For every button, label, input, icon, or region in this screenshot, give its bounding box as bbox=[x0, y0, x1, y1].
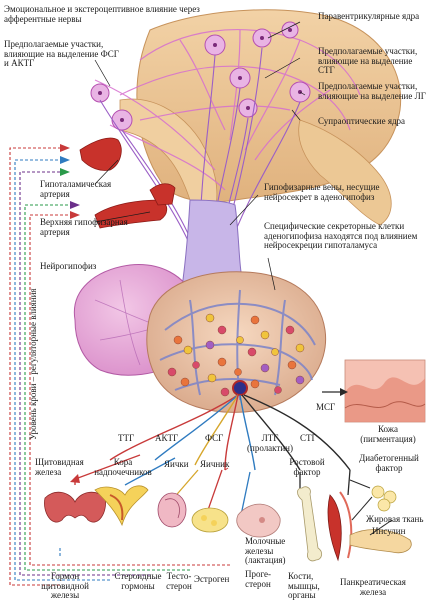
label-ovary: Яичник bbox=[200, 459, 230, 469]
label-neurohypophysis: Нейрогипофиз bbox=[40, 261, 97, 271]
efferent-vessel bbox=[232, 380, 248, 396]
label-testosterone: Тесто-стерон bbox=[166, 571, 192, 591]
feedback-loops bbox=[9, 147, 230, 586]
thyroid-organ bbox=[44, 491, 106, 523]
hormone-arrows bbox=[74, 394, 351, 485]
label-superior-artery: Верхняя гипофизарная артерия bbox=[40, 217, 128, 237]
secretory-cells bbox=[167, 313, 305, 397]
label-afferent: Эмоциональное и экстероцептивное влияние… bbox=[4, 4, 200, 24]
fat-organ bbox=[371, 485, 397, 512]
superior-hypophyseal-artery bbox=[94, 183, 176, 229]
label-fsg: ФСГ bbox=[205, 433, 224, 443]
label-thyroid-hormone: Гормон щитовидной железы bbox=[41, 571, 89, 600]
label-blood-level: Уровень крови – регуляторные влияния bbox=[28, 288, 38, 440]
testis-organ bbox=[157, 492, 187, 528]
label-actg: АКТГ bbox=[155, 433, 179, 443]
label-stg: СТГ bbox=[300, 433, 317, 443]
label-estrogen: Эстроген bbox=[194, 574, 230, 584]
ovary-organ bbox=[191, 507, 229, 533]
label-bones: Кости, мышцы, органы bbox=[288, 571, 320, 600]
label-portal-veins: Гипофизарные вены, несущие нейросекрет в… bbox=[264, 182, 380, 202]
label-testes: Яички bbox=[164, 459, 189, 469]
label-progesterone: Проге-стерон bbox=[244, 569, 272, 589]
mammary-organ bbox=[236, 503, 281, 538]
label-msg: МСГ bbox=[316, 402, 336, 412]
label-paraventricular: Паравентрикулярные ядра bbox=[318, 11, 420, 21]
muscle-organ bbox=[327, 491, 353, 562]
label-mammary: Молочные железы (лактация) bbox=[245, 536, 286, 565]
label-fsh-areas: Предполагаемые участки, влияющие на выде… bbox=[4, 39, 119, 68]
label-steroid: Стероидные гормоны bbox=[114, 571, 162, 591]
label-secretory-cells: Специфические секреторные клетки аденоги… bbox=[264, 221, 418, 250]
pancreas-organ bbox=[349, 529, 412, 554]
hypothalamic-artery bbox=[79, 137, 122, 171]
label-fat: Жировая ткань bbox=[366, 514, 424, 524]
label-ltg: ЛТГ (пролактин) bbox=[247, 433, 293, 453]
label-lh-areas: Предполагаемые участки, влияющие на выде… bbox=[318, 81, 426, 101]
label-stg-areas: Предполагаемые участки, влияющие на выде… bbox=[318, 46, 418, 75]
adrenal-organ bbox=[94, 485, 149, 527]
label-adrenal: Кора надпочечников bbox=[94, 457, 152, 477]
label-diabetogenic: Диабетогенный фактор bbox=[359, 453, 419, 473]
bone-organ bbox=[297, 486, 322, 562]
label-growth-factor: Ростовой фактор bbox=[289, 457, 325, 477]
label-insulin: Инсулин bbox=[372, 526, 406, 536]
skin-illustration bbox=[344, 359, 426, 423]
label-thyroid: Щитовидная железа bbox=[35, 457, 84, 477]
label-skin: Кожа (пигментация) bbox=[360, 424, 416, 444]
label-supraoptic: Супраоптические ядра bbox=[318, 116, 406, 126]
label-ttg: ТТГ bbox=[118, 433, 135, 443]
label-pancreas: Панкреатическая железа bbox=[340, 577, 406, 597]
label-hypothalamic-artery: Гипоталамическая артерия bbox=[40, 179, 112, 199]
